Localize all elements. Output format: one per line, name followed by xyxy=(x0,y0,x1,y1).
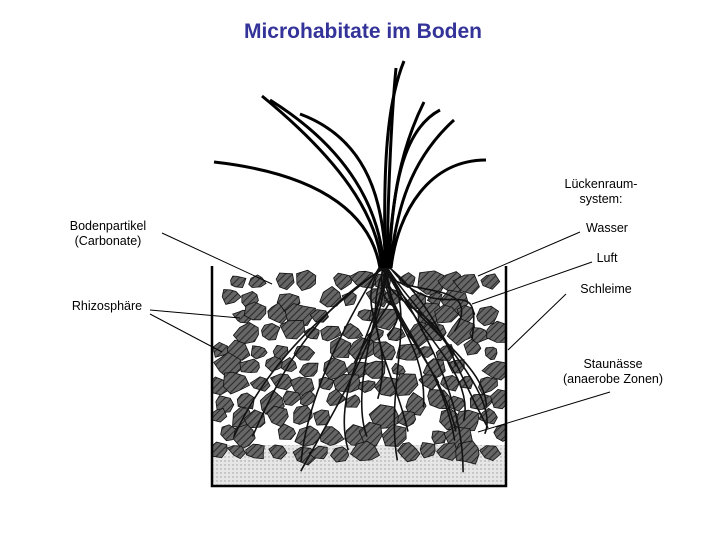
soil-particle xyxy=(237,393,254,409)
soil-particle xyxy=(432,431,446,444)
soil-particle xyxy=(276,273,294,290)
label-rhizosphaere: Rhizosphäre xyxy=(58,299,156,314)
soil-particle xyxy=(456,441,479,464)
grass-leaf xyxy=(262,96,382,268)
soil-particle xyxy=(396,374,418,396)
soil-particle xyxy=(280,320,305,339)
soil-particle xyxy=(358,381,375,393)
grass-leaf xyxy=(390,120,454,268)
soil-particle xyxy=(207,409,226,423)
soil-particle xyxy=(262,323,281,340)
soil-particle xyxy=(295,426,321,447)
soil-particle xyxy=(251,346,267,359)
label-lueckenraumsystem: Lückenraum-system: xyxy=(555,177,647,207)
soil-particle xyxy=(222,290,241,305)
soil-particle xyxy=(297,270,316,290)
soil-particle xyxy=(231,276,246,288)
soil-particle xyxy=(485,347,497,360)
soil-particle xyxy=(330,337,351,357)
soil-particle xyxy=(223,372,249,394)
label-bodenpartikel: Bodenpartikel(Carbonate) xyxy=(58,219,158,249)
soil-particle xyxy=(334,273,354,290)
soil-particle xyxy=(494,425,510,442)
soil-particle xyxy=(283,391,301,406)
soil-particle xyxy=(481,274,500,290)
label-schleime: Schleime xyxy=(566,282,646,297)
leader-rhizosphaere-1 xyxy=(150,310,240,318)
soil-particle xyxy=(299,363,318,377)
soil-container xyxy=(207,266,510,486)
label-staunaesse: Staunässe(anaerobe Zonen) xyxy=(548,357,678,387)
soil-particle xyxy=(240,359,260,373)
grass-leaf xyxy=(270,100,384,268)
leader-schleime xyxy=(508,294,566,350)
soil-particle xyxy=(347,395,361,407)
soil-particle xyxy=(420,443,435,458)
grass-plant xyxy=(214,61,486,268)
soil-particle xyxy=(244,302,266,320)
leader-bodenpartikel xyxy=(162,233,272,284)
label-wasser: Wasser xyxy=(570,221,644,236)
grass-leaf xyxy=(391,160,486,268)
label-luft: Luft xyxy=(580,251,634,266)
leader-wasser xyxy=(478,232,580,276)
